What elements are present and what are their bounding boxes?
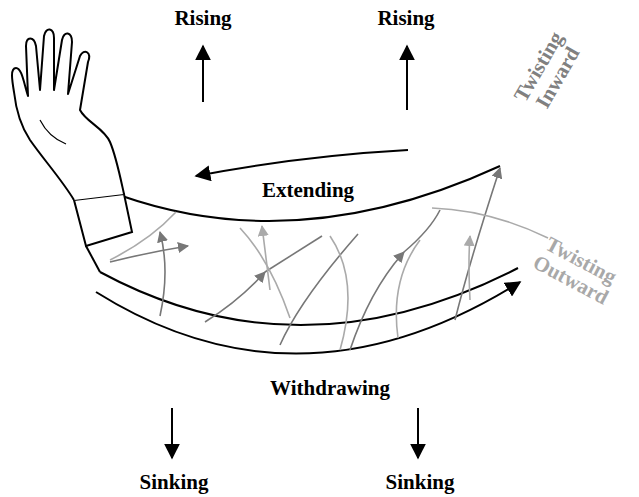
twist-line	[432, 208, 548, 238]
twist-line	[160, 232, 165, 316]
twist-line	[240, 228, 290, 318]
sinking-arrow	[171, 408, 173, 458]
twist-line	[205, 272, 265, 322]
twist-line	[396, 240, 420, 338]
withdrawing-arc	[96, 282, 520, 354]
rising-arrow	[202, 46, 204, 102]
twist-line	[110, 212, 176, 260]
sleeve-cuff	[74, 194, 132, 246]
twist-line	[455, 168, 500, 320]
motion-label: Extending	[262, 179, 354, 201]
twist-line	[350, 252, 404, 350]
extending-arc	[196, 150, 408, 176]
motion-label: Withdrawing	[270, 377, 390, 399]
twist-line	[469, 236, 470, 300]
arm-outline	[122, 166, 500, 221]
motion-label: Sinking	[386, 471, 455, 493]
palm-crease	[40, 120, 66, 144]
twist-line	[280, 234, 358, 345]
twist-label: Twisting Inward	[506, 21, 590, 123]
twist-line	[265, 236, 322, 272]
arm-outline	[86, 246, 100, 272]
motion-label: Rising	[377, 7, 434, 29]
twist-line	[404, 210, 440, 252]
twist-line	[330, 236, 348, 350]
twist-label: Twisting Outward	[525, 229, 627, 311]
sinking-arrow	[417, 408, 419, 458]
twist-line	[262, 226, 270, 290]
hand	[12, 29, 124, 200]
motion-label: Rising	[174, 7, 231, 29]
rising-arrow	[406, 46, 408, 110]
motion-label: Sinking	[140, 471, 209, 493]
